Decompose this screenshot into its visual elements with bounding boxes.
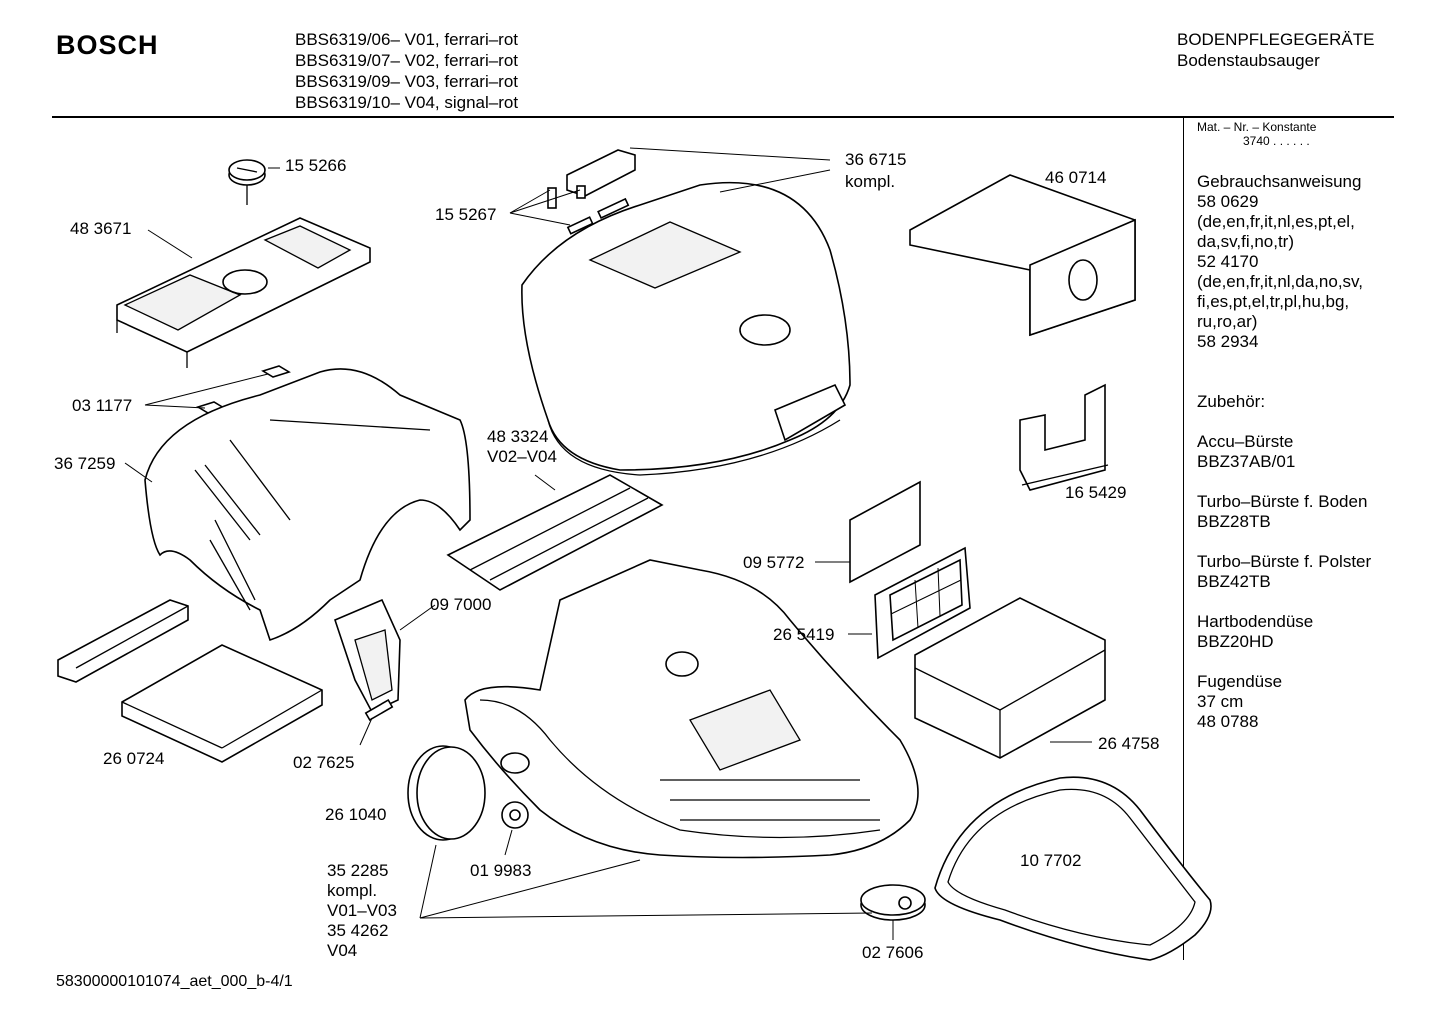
part-label-line: V01–V03 xyxy=(327,901,397,920)
slider-switch-part xyxy=(547,149,636,235)
filter-plate-part xyxy=(121,644,323,763)
part-label: 48 3671 xyxy=(70,219,132,238)
document-id: 58300000101074_aet_000_b-4/1 xyxy=(56,973,293,990)
bag-holder-part xyxy=(1019,383,1109,491)
manual-line: 52 4170 xyxy=(1197,252,1259,271)
manual-line: 58 0629 xyxy=(1197,192,1259,211)
chassis-part xyxy=(464,559,919,859)
part-label: 15 5267 xyxy=(435,205,497,224)
accessory-item: Fugendüse 37 cm 48 0788 xyxy=(1197,672,1371,732)
manual-line: (de,en,fr,it,nl,es,pt,el, xyxy=(1197,212,1355,231)
accessory-name: Hartbodendüse xyxy=(1197,612,1314,631)
part-label-note: V02–V04 xyxy=(487,447,557,466)
header-divider xyxy=(52,116,1394,118)
part-label: 36 6715 xyxy=(845,150,907,169)
part-label: 36 7259 xyxy=(54,454,116,473)
pin-part xyxy=(364,698,394,722)
part-label: 01 9983 xyxy=(470,861,532,880)
filter-basket-part xyxy=(914,597,1106,759)
model-list: BBS6319/06– V01, ferrari–rot BBS6319/07–… xyxy=(295,29,518,113)
filter-frame-part xyxy=(874,546,971,660)
manual-line: ru,ro,ar) xyxy=(1197,312,1258,331)
sidebar-divider xyxy=(1183,118,1184,960)
dust-bag-part xyxy=(909,174,1136,337)
manual-title: Gebrauchsanweisung xyxy=(1197,172,1362,191)
accessory-name: Turbo–Bürste f. Polster xyxy=(1197,552,1372,571)
part-label-line: V04 xyxy=(327,941,358,960)
manual-line: fi,es,pt,el,tr,pl,hu,bg, xyxy=(1197,292,1350,311)
category-title: BODENPFLEGEGERÄTE xyxy=(1177,30,1375,49)
part-label: 09 7000 xyxy=(430,595,492,614)
category-subtitle: Bodenstaubsauger xyxy=(1177,51,1320,70)
sidebar: Mat. – Nr. – Konstante 3740 . . . . . . … xyxy=(1197,120,1371,732)
wheel-part xyxy=(407,745,486,841)
accessory-code: BBZ42TB xyxy=(1197,572,1271,591)
duct-part xyxy=(334,598,401,714)
model-line: BBS6319/09– V03, ferrari–rot xyxy=(295,72,519,91)
accessory-code: BBZ20HD xyxy=(1197,632,1274,651)
part-label: 26 1040 xyxy=(325,805,387,824)
accessory-item: Turbo–Bürste f. Boden BBZ28TB xyxy=(1197,492,1371,532)
accessory-code: BBZ28TB xyxy=(1197,512,1271,531)
brand-logo: BOSCH xyxy=(56,30,159,60)
part-label-group: 35 2285 kompl. V01–V03 35 4262 V04 xyxy=(327,861,397,961)
part-label: 09 5772 xyxy=(743,553,805,572)
accessory-code: 37 cm xyxy=(1197,692,1244,711)
manual-line: 58 2934 xyxy=(1197,332,1259,351)
part-label-note: kompl. xyxy=(845,172,896,191)
part-label: 03 1177 xyxy=(72,396,133,415)
accessory-name: Turbo–Bürste f. Boden xyxy=(1197,492,1368,511)
part-label-line: 35 4262 xyxy=(327,921,389,940)
mat-value: 3740 . . . . . . xyxy=(1243,134,1310,148)
part-label: 26 0724 xyxy=(103,749,165,768)
caster-part xyxy=(860,884,926,921)
leader-lines xyxy=(124,147,1092,940)
accessory-name: Fugendüse xyxy=(1197,672,1283,691)
filter-pad-part xyxy=(849,480,921,584)
part-label: 26 4758 xyxy=(1098,734,1160,753)
filter-lid-part xyxy=(116,217,371,368)
part-label: 02 7606 xyxy=(862,943,924,962)
category-block: BODENPFLEGEGERÄTE Bodenstaubsauger xyxy=(1177,29,1374,71)
top-cover-part xyxy=(521,181,851,476)
hub-part xyxy=(501,801,529,829)
part-label: 46 0714 xyxy=(1045,168,1107,187)
manual-line: da,sv,fi,no,tr) xyxy=(1197,232,1294,251)
part-label: 48 3324 xyxy=(487,427,549,446)
mat-label: Mat. – Nr. – Konstante xyxy=(1197,120,1317,134)
model-line: BBS6319/06– V01, ferrari–rot xyxy=(295,30,519,49)
accessory-name: Accu–Bürste xyxy=(1197,432,1294,451)
accessory-extra: 48 0788 xyxy=(1197,712,1259,731)
housing-part xyxy=(144,368,471,642)
accessory-code: BBZ37AB/01 xyxy=(1197,452,1296,471)
accessories-title: Zubehör: xyxy=(1197,392,1266,411)
part-label: 16 5429 xyxy=(1065,483,1127,502)
accessory-item: Accu–Bürste BBZ37AB/01 xyxy=(1197,432,1371,472)
model-line: BBS6319/10– V04, signal–rot xyxy=(295,93,519,112)
grid-insert-part xyxy=(446,474,664,591)
part-label-line: 35 2285 xyxy=(327,861,389,880)
gasket-part xyxy=(934,776,1212,961)
model-line: BBS6319/07– V02, ferrari–rot xyxy=(295,51,519,70)
part-label: 15 5266 xyxy=(285,156,347,175)
part-label: 02 7625 xyxy=(293,753,355,772)
foam-block-part xyxy=(57,599,189,683)
part-label: 26 5419 xyxy=(773,625,835,644)
knob-part xyxy=(228,159,266,205)
manual-line: (de,en,fr,it,nl,da,no,sv, xyxy=(1197,272,1363,291)
part-label-line: kompl. xyxy=(327,881,378,900)
part-label: 10 7702 xyxy=(1020,851,1082,870)
accessory-item: Hartbodendüse BBZ20HD xyxy=(1197,612,1371,652)
clip-parts xyxy=(196,365,291,414)
accessory-item: Turbo–Bürste f. Polster BBZ42TB xyxy=(1197,552,1371,592)
